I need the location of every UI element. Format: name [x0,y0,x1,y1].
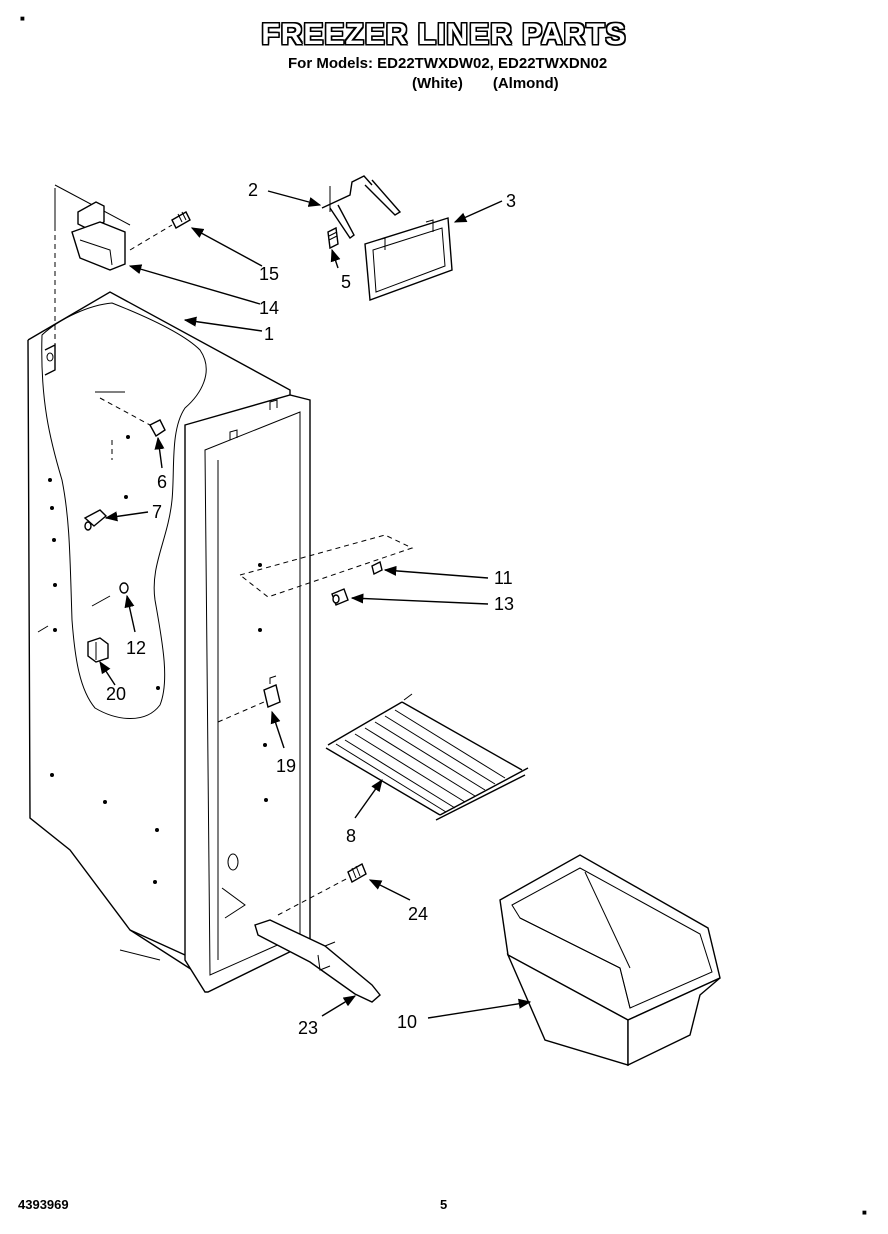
part-12-screw [119,582,129,594]
callout-23: 23 [298,1018,318,1038]
document-number: 4393969 [18,1197,69,1212]
page-number: 5 [440,1197,448,1212]
part-14-bracket [71,201,126,271]
callout-20: 20 [106,684,126,704]
variant-white: (White) [412,75,463,92]
part-15-screw [129,211,191,251]
callout-6: 6 [157,472,167,492]
part-11-13-plate [238,534,414,606]
models-line: For Models: ED22TWXDW02, ED22TWXDN02 [288,55,608,72]
callout-8: 8 [346,826,356,846]
page-title: FREEZER LINER PARTS [261,18,627,51]
part-24-screw [277,862,367,916]
callout-10: 10 [397,1012,417,1032]
callout-15: 15 [259,264,279,284]
part-3-shelf-frame [364,217,453,301]
callout-1: 1 [264,324,274,344]
corner-mark-bottom-right: ■ [862,1208,867,1217]
freezer-liner-drawing [27,291,311,993]
callout-numbers: 1 2 3 5 6 7 8 10 11 12 13 14 15 19 20 23… [106,180,516,1038]
part-10-bin [499,854,721,1067]
callout-7: 7 [152,502,162,522]
callout-19: 19 [276,756,296,776]
part-6-clip [99,397,166,460]
callout-13: 13 [494,594,514,614]
part-7-hook [83,509,108,531]
part-5-screw [327,226,339,250]
callout-11: 11 [494,568,513,588]
callout-12: 12 [126,638,146,658]
corner-mark-top-left: ■ [20,14,25,23]
callout-5: 5 [341,272,351,292]
callout-14: 14 [259,298,279,318]
callout-3: 3 [506,191,516,211]
variant-almond: (Almond) [492,75,559,92]
part-2-bracket [321,175,402,240]
color-variants: (White) (Almond) [412,75,589,92]
part-20-block [87,637,109,663]
leader-lines [99,190,532,1019]
callout-24: 24 [408,904,428,924]
part-23-rail [254,919,381,1003]
part-8-wire-shelf [325,693,529,821]
callout-2: 2 [248,180,258,200]
part-19-bracket [217,675,281,723]
